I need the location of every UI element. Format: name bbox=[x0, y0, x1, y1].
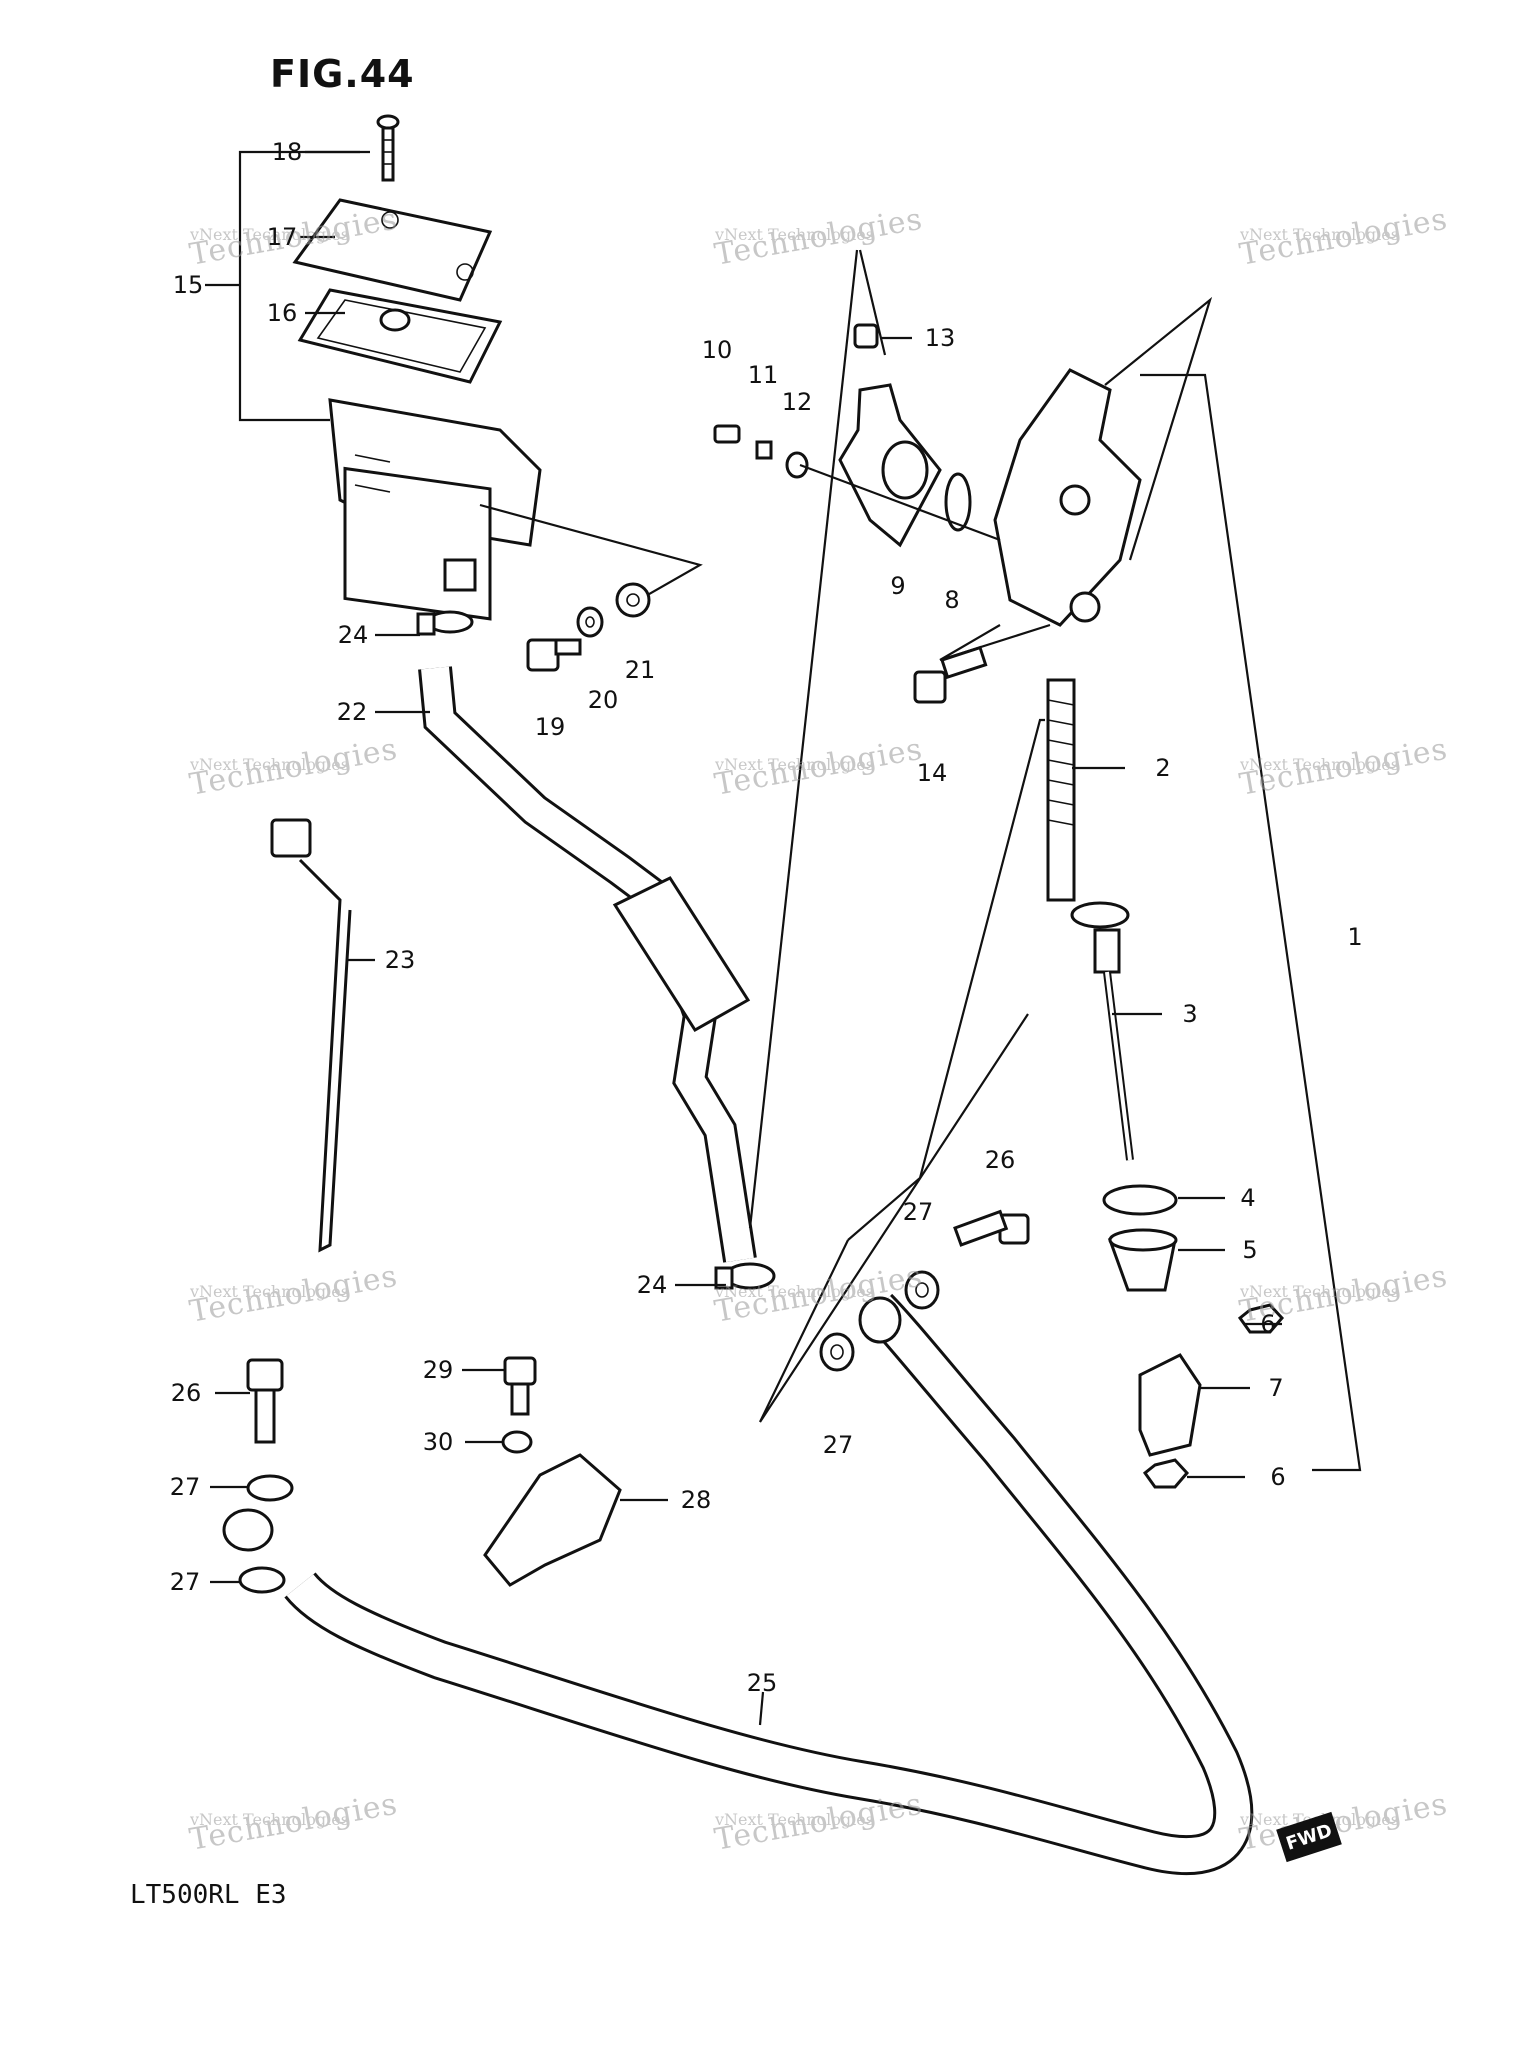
callout-6-bottom: 6 bbox=[1270, 1463, 1286, 1491]
callout-25: 25 bbox=[746, 1669, 778, 1697]
boot-5 bbox=[1107, 1228, 1178, 1292]
callout-19: 19 bbox=[534, 713, 566, 741]
callout-27-center-top: 27 bbox=[902, 1198, 934, 1226]
washer-30 bbox=[501, 1430, 533, 1454]
pushrod-3 bbox=[1093, 928, 1134, 1161]
callout-27-left-top: 27 bbox=[169, 1473, 201, 1501]
callout-1: 1 bbox=[1347, 923, 1363, 951]
screw-18 bbox=[376, 114, 400, 182]
callout-8: 8 bbox=[944, 586, 960, 614]
washer-21 bbox=[615, 582, 651, 618]
bolt-26-center bbox=[953, 1209, 1030, 1247]
callout-27-center-bottom: 27 bbox=[822, 1431, 854, 1459]
hose-22 bbox=[418, 666, 757, 1263]
callout-20: 20 bbox=[587, 686, 619, 714]
reservoir-tank bbox=[328, 398, 542, 621]
clevis-7 bbox=[1138, 1353, 1202, 1457]
diaphragm-16 bbox=[297, 288, 503, 384]
hose-25 bbox=[222, 1293, 1254, 1876]
callout-29: 29 bbox=[422, 1356, 454, 1384]
callout-14: 14 bbox=[916, 759, 948, 787]
callout-27-left-bottom: 27 bbox=[169, 1568, 201, 1596]
circlip-4 bbox=[1102, 1184, 1178, 1216]
clamp-28 bbox=[483, 1453, 622, 1587]
fitting-13 bbox=[853, 323, 879, 349]
callout-5: 5 bbox=[1242, 1236, 1258, 1264]
washer-27-a bbox=[904, 1270, 940, 1310]
washer-27-b bbox=[819, 1332, 855, 1372]
washer-20 bbox=[576, 606, 604, 638]
callout-22: 22 bbox=[336, 698, 368, 726]
callout-28: 28 bbox=[680, 1486, 712, 1514]
cap-17 bbox=[292, 198, 493, 302]
callout-17: 17 bbox=[266, 223, 298, 251]
clamp-24-top bbox=[416, 610, 474, 636]
bolt-14 bbox=[913, 645, 988, 704]
model-code: LT500RL E3 bbox=[130, 1880, 287, 1910]
callout-3: 3 bbox=[1182, 1000, 1198, 1028]
callout-18: 18 bbox=[271, 138, 303, 166]
bolt-26-left bbox=[246, 1358, 284, 1444]
callout-13: 13 bbox=[924, 324, 956, 352]
callout-26-left: 26 bbox=[170, 1379, 202, 1407]
callout-9: 9 bbox=[890, 572, 906, 600]
callout-6-top: 6 bbox=[1260, 1310, 1276, 1338]
master-cylinder bbox=[993, 368, 1142, 627]
callout-24-bottom: 24 bbox=[636, 1271, 668, 1299]
bolt-19 bbox=[526, 638, 582, 672]
bolt-29 bbox=[503, 1356, 537, 1416]
union-9 bbox=[838, 383, 942, 548]
nut-6-top bbox=[1237, 1303, 1285, 1334]
callout-leaders bbox=[210, 150, 1282, 1726]
clip-23 bbox=[270, 818, 352, 1253]
callout-7: 7 bbox=[1268, 1374, 1284, 1402]
callout-15: 15 bbox=[172, 271, 204, 299]
clamp-24-bottom bbox=[714, 1262, 776, 1290]
callout-30: 30 bbox=[422, 1428, 454, 1456]
callout-10: 10 bbox=[701, 336, 733, 364]
callout-21: 21 bbox=[624, 656, 656, 684]
callout-12: 12 bbox=[781, 388, 813, 416]
callout-2: 2 bbox=[1155, 754, 1171, 782]
callout-4: 4 bbox=[1240, 1184, 1256, 1212]
callout-11: 11 bbox=[747, 361, 779, 389]
screw-10 bbox=[713, 424, 741, 444]
nut-11 bbox=[755, 440, 773, 460]
nut-6-bottom bbox=[1142, 1458, 1190, 1489]
figure-title: FIG.44 bbox=[270, 52, 415, 96]
callout-23: 23 bbox=[384, 946, 416, 974]
oring-8 bbox=[944, 472, 972, 532]
washer-27-d bbox=[238, 1566, 286, 1594]
callout-16: 16 bbox=[266, 299, 298, 327]
piston-2 bbox=[1046, 678, 1130, 929]
reservoir-bracket bbox=[205, 150, 360, 422]
callout-24-top: 24 bbox=[337, 621, 369, 649]
callout-26-center: 26 bbox=[984, 1146, 1016, 1174]
washer-12 bbox=[785, 451, 809, 479]
washer-27-c bbox=[246, 1474, 294, 1502]
